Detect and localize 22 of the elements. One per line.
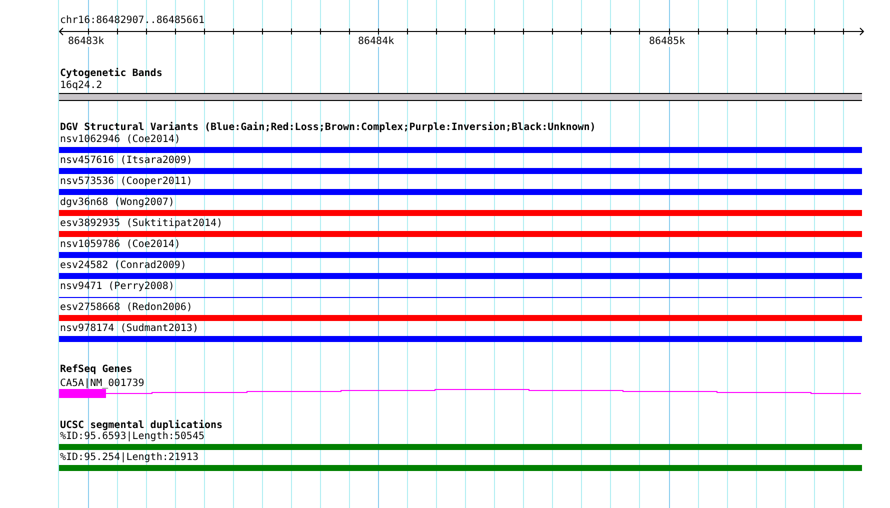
- track-title: Cytogenetic Bands: [60, 68, 162, 79]
- tick-label: 86484k: [358, 36, 394, 47]
- feature-label: esv2758668 (Redon2006): [60, 302, 192, 313]
- track-title: DGV Structural Variants (Blue:Gain;Red:Loss;Brown:Complex;Purple:Inversion;Black:Unknown): [60, 122, 596, 133]
- position-label: chr16:86482907..86485661: [60, 15, 204, 26]
- feature-label: %ID:95.6593|Length:50545: [60, 431, 204, 442]
- feature-label: nsv1062946 (Coe2014): [60, 134, 180, 145]
- tick-label: 86483k: [68, 36, 104, 47]
- feature-label: nsv573536 (Cooper2011): [60, 176, 192, 187]
- feature-label: esv24582 (Conrad2009): [60, 260, 186, 271]
- feature-label: nsv9471 (Perry2008): [60, 281, 174, 292]
- track-title: UCSC segmental duplications: [60, 420, 223, 431]
- feature-label: %ID:95.254|Length:21913: [60, 452, 198, 463]
- track-title: RefSeq Genes: [60, 364, 132, 375]
- feature-label: nsv978174 (Sudmant2013): [60, 323, 198, 334]
- feature-label: nsv1059786 (Coe2014): [60, 239, 180, 250]
- band-label: 16q24.2: [60, 80, 102, 91]
- tick-label: 86485k: [649, 36, 686, 47]
- feature-label: nsv457616 (Itsara2009): [60, 155, 192, 166]
- feature-label: dgv36n68 (Wong2007): [60, 197, 174, 208]
- feature-label: esv3892935 (Suktitipat2014): [60, 218, 223, 229]
- feature-label: CA5A|NM_001739: [60, 378, 144, 389]
